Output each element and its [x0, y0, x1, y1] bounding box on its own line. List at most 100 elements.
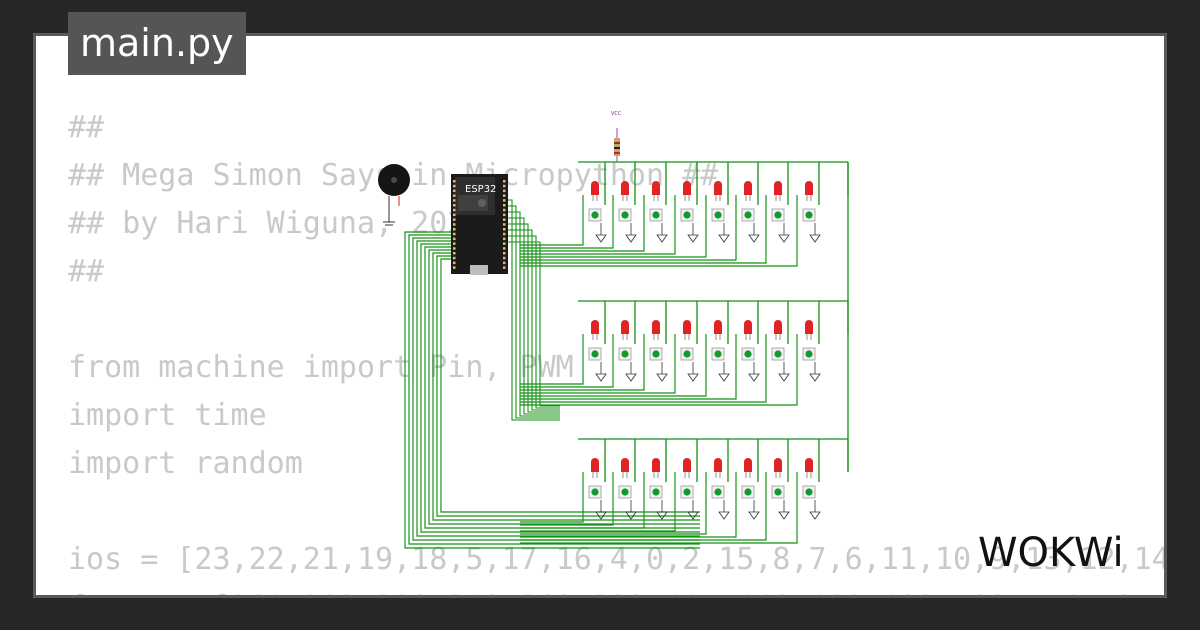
wire-bundle-line — [420, 243, 700, 533]
esp32-board[interactable]: ESP32 — [451, 174, 508, 275]
led-button-unit — [741, 458, 760, 520]
red-led — [774, 181, 782, 195]
board-pin — [503, 266, 506, 269]
led-button-unit — [618, 181, 637, 243]
wire-bundle-line — [408, 234, 700, 545]
wire-bundle-line — [424, 246, 700, 529]
ground-symbol — [778, 234, 790, 243]
wire-signal — [520, 472, 737, 538]
led-button-unit — [588, 320, 607, 382]
led-button-unit — [771, 458, 790, 520]
wire-signal — [520, 195, 676, 255]
pushbutton-cap — [714, 488, 722, 496]
ground-symbol — [748, 511, 760, 520]
led-button-unit — [680, 181, 699, 243]
pushbutton-cap — [774, 488, 782, 496]
pushbutton-cap — [774, 211, 782, 219]
wire-bundle-line — [508, 241, 560, 407]
wire-bundle-line — [440, 258, 700, 513]
wire-signal — [520, 472, 767, 541]
red-led — [652, 320, 660, 334]
ground-symbol — [656, 511, 668, 520]
pushbutton-cap — [621, 488, 629, 496]
pushbutton-cap — [652, 488, 660, 496]
wire-signal — [520, 334, 737, 400]
wire-bundle-line — [508, 229, 560, 411]
ground-symbol — [718, 373, 730, 382]
wire-bundle-line — [432, 252, 700, 521]
wire-bundle-line — [428, 249, 700, 525]
pushbutton-cap — [591, 350, 599, 358]
pullup-resistor: VCC — [611, 111, 622, 162]
led-button-unit — [649, 320, 668, 382]
board-pin — [453, 208, 456, 212]
pushbutton-cap — [652, 350, 660, 358]
board-pin — [503, 247, 506, 250]
pushbutton-cap — [714, 211, 722, 219]
wire-bundle-line — [508, 205, 560, 419]
ground-symbol — [718, 511, 730, 520]
board-pin — [453, 228, 456, 231]
wire-signal — [520, 472, 707, 535]
wire-bundle-line — [416, 240, 700, 537]
ground-symbol — [687, 373, 699, 382]
board-label: ESP32 — [465, 184, 496, 195]
wokwi-logo-text: WOKWi — [978, 530, 1124, 574]
board-pin — [503, 194, 506, 197]
pushbutton-cap — [714, 350, 722, 358]
red-led — [805, 181, 813, 195]
ground-symbol — [656, 373, 668, 382]
ground-symbol — [718, 234, 730, 243]
led-button-unit — [588, 458, 607, 520]
ground-symbol — [778, 373, 790, 382]
board-pin — [453, 237, 456, 241]
led-button-unit — [802, 320, 821, 382]
red-led — [744, 320, 752, 334]
file-tab-main-py[interactable]: main.py — [68, 12, 246, 75]
pushbutton-cap — [683, 488, 691, 496]
pushbutton-cap — [805, 488, 813, 496]
led-button-unit — [711, 181, 730, 243]
wire-signal — [520, 472, 676, 532]
board-pins — [453, 180, 506, 269]
ground-symbol — [748, 373, 760, 382]
board-pin — [503, 261, 506, 265]
wire-signal — [520, 195, 798, 267]
pushbutton-cap — [591, 488, 599, 496]
pushbutton-cap — [805, 350, 813, 358]
ground-symbol — [595, 373, 607, 382]
red-led — [683, 458, 691, 472]
board-pin — [453, 232, 456, 236]
led-button-unit — [711, 320, 730, 382]
led-button-grid — [588, 181, 821, 520]
board-pin — [453, 261, 456, 265]
led-button-unit — [680, 320, 699, 382]
board-pin — [453, 218, 456, 221]
red-led — [683, 181, 691, 195]
led-button-unit — [741, 181, 760, 243]
board-pin — [453, 194, 456, 197]
wire-bundle-line — [508, 217, 560, 415]
red-led — [652, 458, 660, 472]
board-pin — [503, 199, 506, 202]
buzzer[interactable] — [378, 164, 410, 226]
wire-signal — [520, 334, 584, 385]
ground-symbol — [687, 234, 699, 243]
red-led — [621, 181, 629, 195]
board-pin — [503, 223, 506, 226]
board-pin — [503, 184, 506, 188]
wire-signal — [520, 334, 798, 406]
red-led — [805, 320, 813, 334]
wire-bundle-line — [508, 211, 560, 417]
board-pin — [503, 204, 506, 207]
red-led — [621, 320, 629, 334]
pushbutton-cap — [744, 211, 752, 219]
wire-bundle-line — [508, 199, 560, 421]
led-button-unit — [649, 458, 668, 520]
board-pin — [503, 208, 506, 212]
red-led — [591, 458, 599, 472]
pushbutton-cap — [683, 350, 691, 358]
pushbutton-cap — [774, 350, 782, 358]
wire-bundle-line — [508, 235, 560, 409]
pushbutton-cap — [621, 211, 629, 219]
